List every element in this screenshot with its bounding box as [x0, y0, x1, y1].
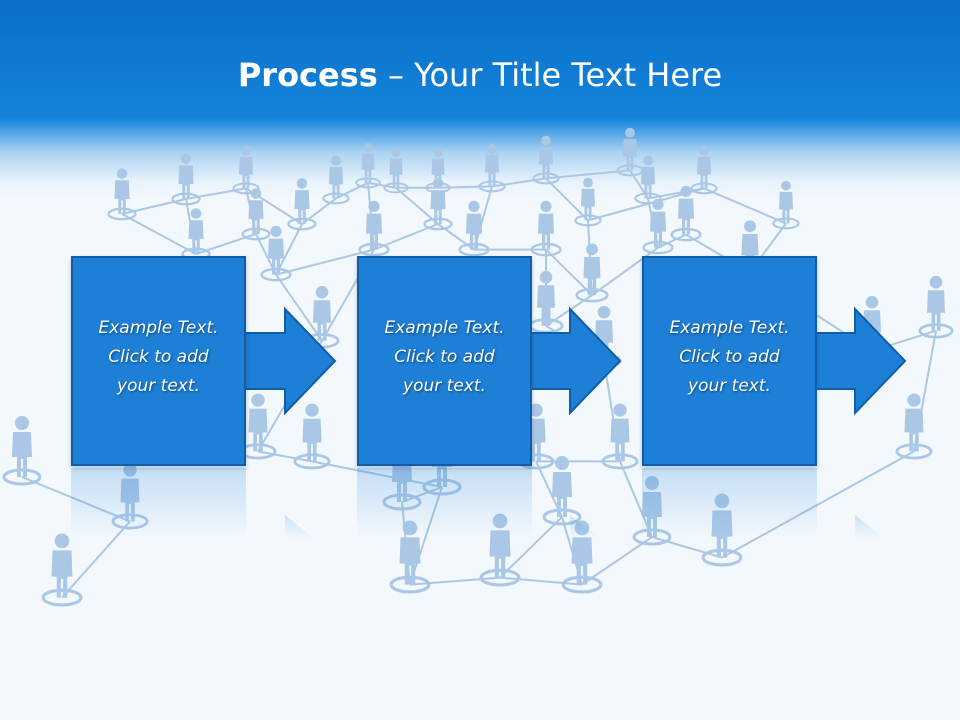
- person-figure: [530, 200, 562, 257]
- person-figure: [634, 155, 662, 205]
- person-figure: [358, 200, 390, 257]
- person-figure: [107, 168, 137, 221]
- person-figure: [601, 403, 639, 470]
- person-figure: [479, 513, 521, 587]
- person-figure: [575, 243, 609, 303]
- person-figure: [389, 520, 431, 594]
- person-figure: [423, 178, 453, 231]
- person-figure: [532, 135, 560, 185]
- person-figure: [355, 143, 381, 189]
- person-figure: [918, 275, 954, 339]
- step-text-line: Click to add: [394, 347, 495, 367]
- person-figure: [171, 153, 201, 206]
- slide-title[interactable]: Process – Your Title Text Here: [0, 52, 960, 98]
- right-arrow-icon: [240, 306, 337, 416]
- title-bold-text: Process: [237, 56, 378, 94]
- person-figure: [458, 200, 490, 257]
- person-figure: [772, 180, 800, 230]
- person-figure: [701, 493, 743, 567]
- step-text-line: Example Text.: [98, 318, 219, 338]
- step-text-line: your text.: [117, 376, 200, 396]
- person-figure: [241, 188, 271, 241]
- person-figure: [232, 145, 260, 195]
- title-band: [0, 0, 960, 200]
- step-1-reflection: [71, 468, 246, 538]
- step-text-1[interactable]: Example Text. Click to add your text.: [79, 314, 238, 401]
- step-box-3[interactable]: Example Text. Click to add your text.: [642, 256, 817, 466]
- person-figure: [895, 393, 933, 460]
- step-text-3[interactable]: Example Text. Click to add your text.: [650, 314, 809, 401]
- step-box-2[interactable]: Example Text. Click to add your text.: [357, 256, 532, 466]
- step-box-1[interactable]: Example Text. Click to add your text.: [71, 256, 246, 466]
- person-figure: [260, 225, 292, 282]
- step-text-line: Click to add: [108, 347, 209, 367]
- person-figure: [670, 185, 702, 242]
- person-figure: [181, 208, 211, 261]
- person-figure: [542, 456, 582, 526]
- person-figure: [111, 463, 149, 530]
- right-arrow-icon: [525, 306, 622, 416]
- person-figure: [287, 178, 317, 231]
- person-figure: [632, 476, 672, 546]
- step-3-reflection: [642, 468, 817, 538]
- person-figure: [478, 143, 506, 193]
- person-figure: [642, 198, 674, 255]
- step-text-line: Example Text.: [669, 318, 790, 338]
- person-figure: [41, 533, 83, 607]
- person-figure: [690, 145, 718, 195]
- person-figure: [239, 393, 277, 460]
- person-figure: [2, 416, 42, 486]
- person-figure: [383, 148, 409, 194]
- step-2-reflection: [357, 468, 532, 538]
- title-rest-text: – Your Title Text Here: [377, 56, 723, 94]
- step-text-line: Click to add: [679, 347, 780, 367]
- right-arrow-icon: [810, 306, 907, 416]
- person-figure: [293, 403, 331, 470]
- step-text-line: your text.: [688, 376, 771, 396]
- step-text-line: your text.: [403, 376, 486, 396]
- step-text-line: Example Text.: [384, 318, 505, 338]
- person-figure: [322, 155, 350, 205]
- person-figure: [561, 520, 603, 594]
- person-figure: [574, 177, 602, 227]
- person-figure: [616, 127, 644, 177]
- step-text-2[interactable]: Example Text. Click to add your text.: [365, 314, 524, 401]
